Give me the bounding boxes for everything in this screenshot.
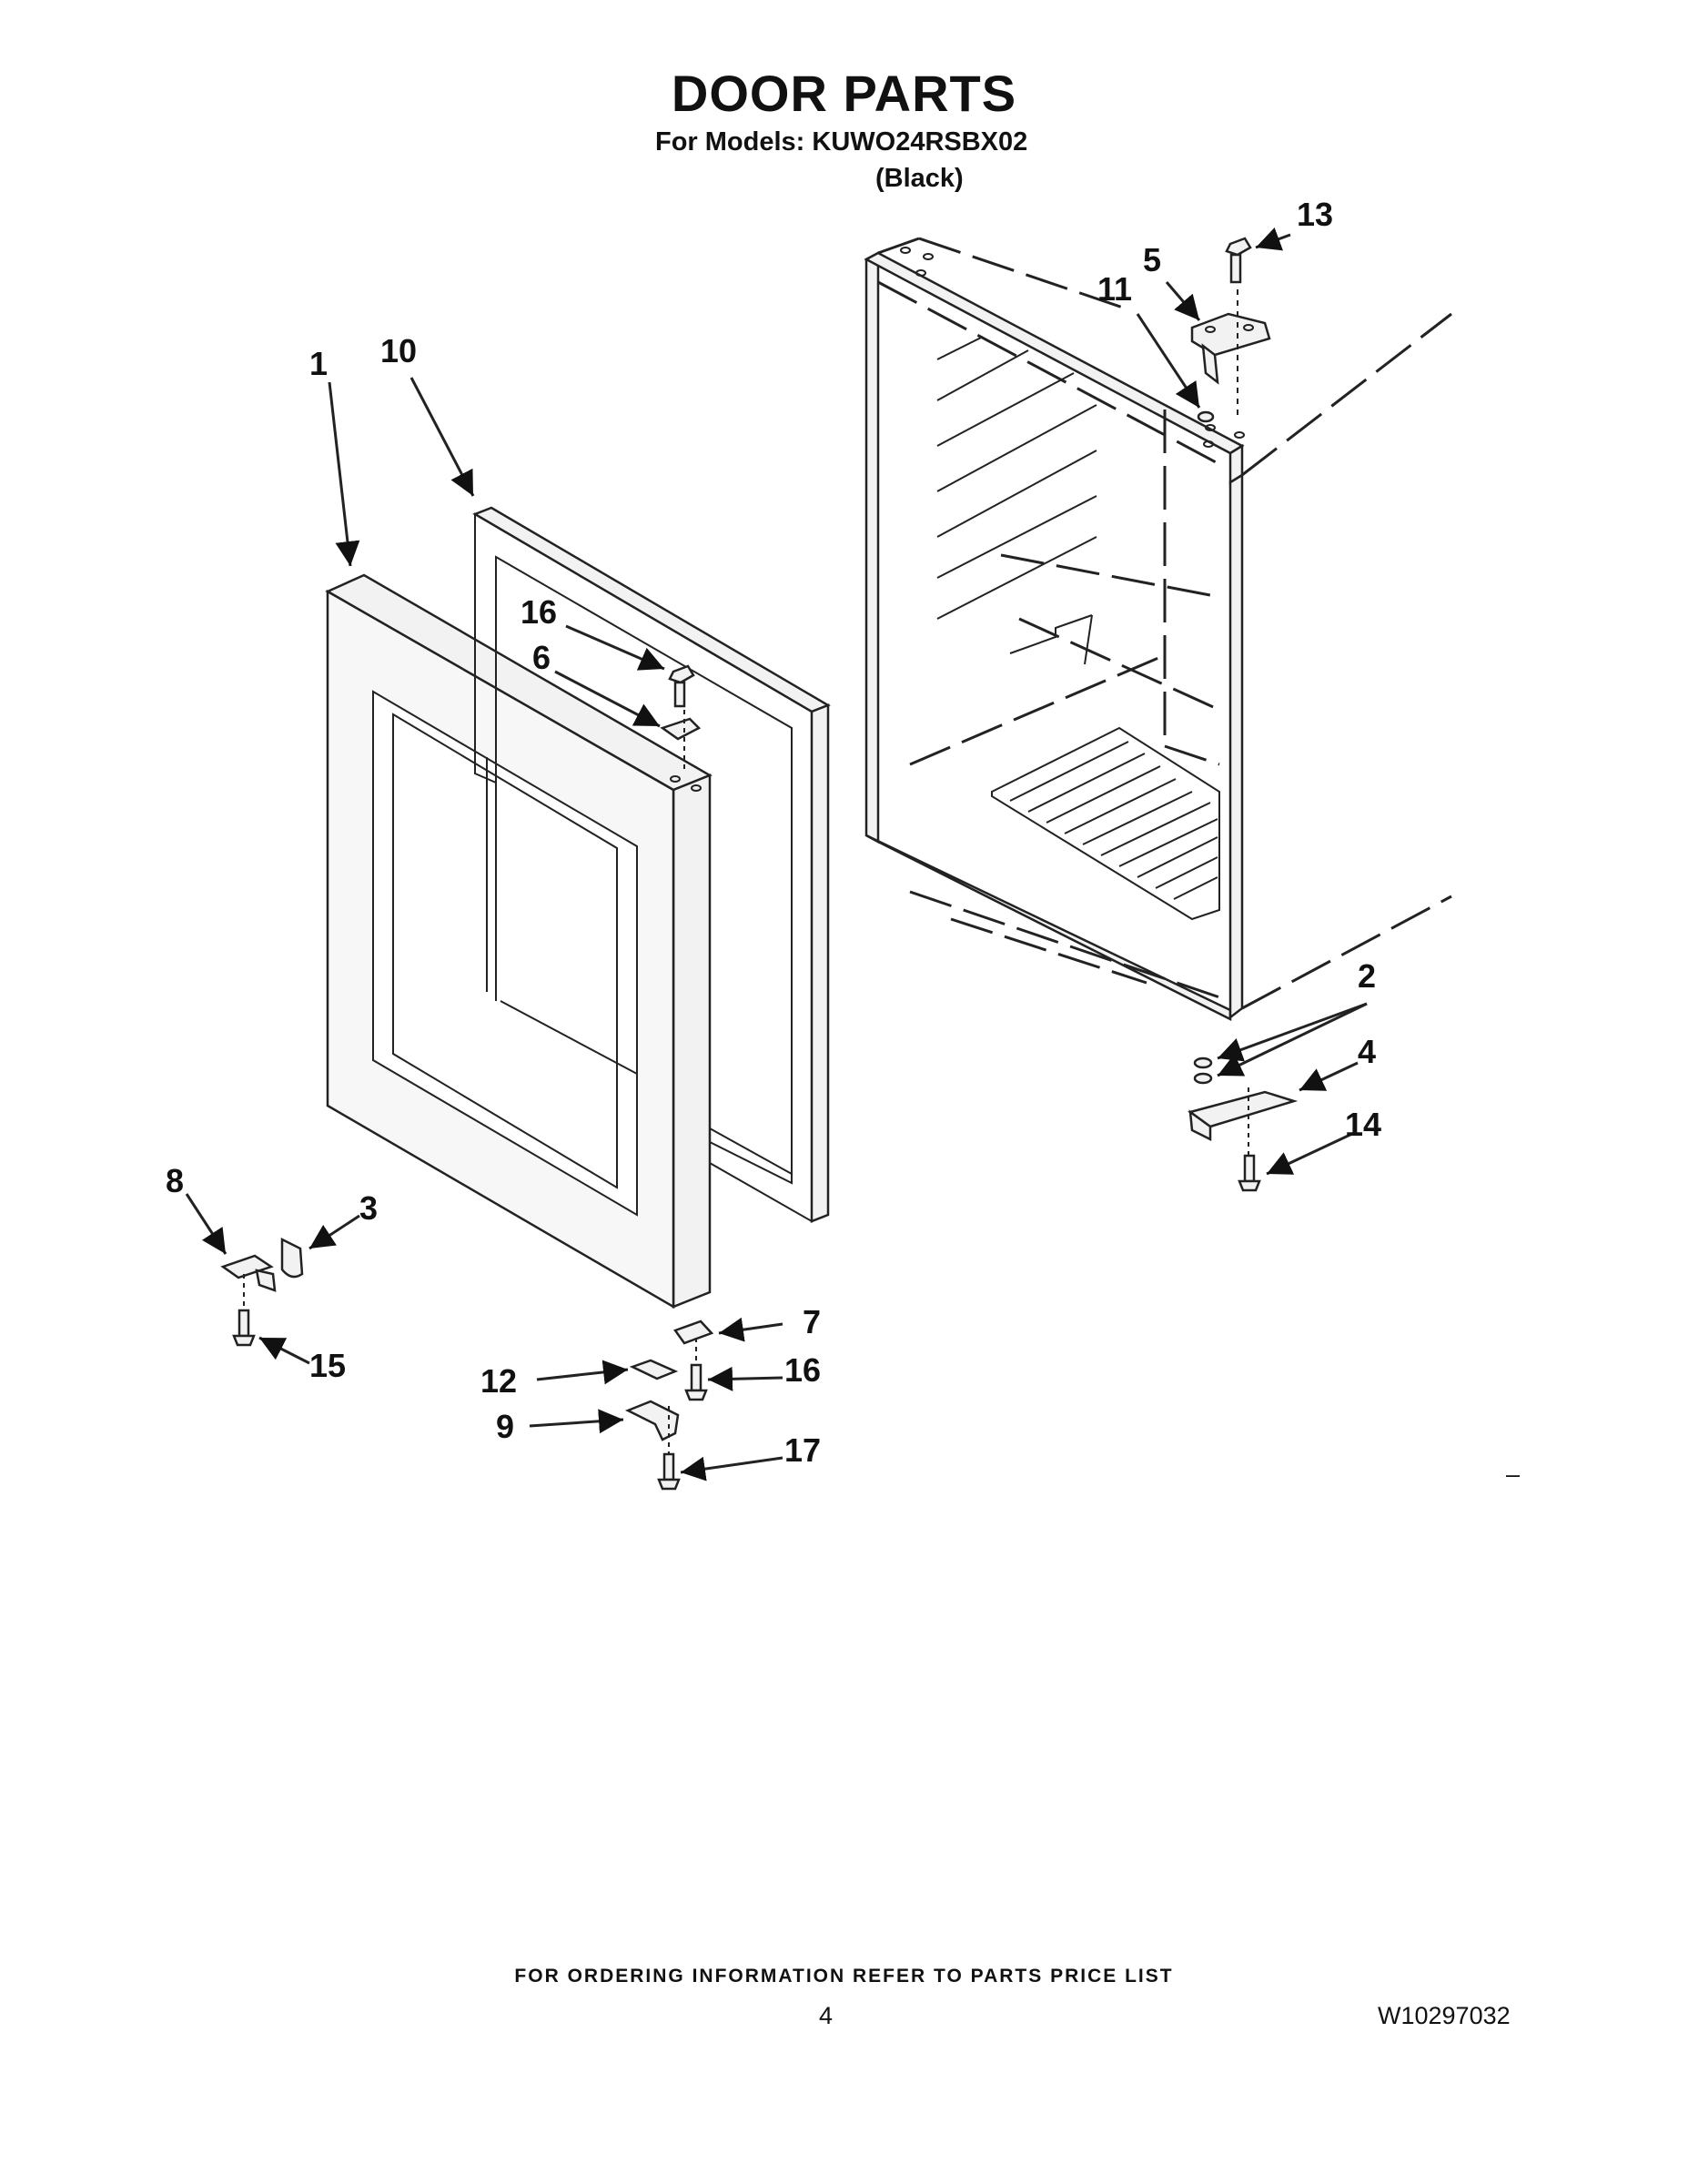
hinge-spacer: [629, 1359, 679, 1380]
callout-4: 4: [1358, 1033, 1376, 1070]
door-screw-lower: [684, 1363, 708, 1401]
callout-13: 13: [1297, 196, 1333, 233]
bracket-screw-bottom: [657, 1452, 681, 1491]
callout-17: 17: [784, 1431, 821, 1469]
cabinet-outline: [864, 237, 1452, 1022]
door-frame: [325, 573, 713, 1309]
hinge-screw-bottom: [1238, 1154, 1261, 1192]
page-number: 4: [819, 2002, 834, 2029]
callout-2: 2: [1358, 957, 1376, 995]
callout-16-lower: 16: [784, 1351, 821, 1389]
callout-15: 15: [309, 1347, 346, 1384]
top-hinge: [1190, 289, 1271, 420]
model-number: For Models: KUWO24RSBX02: [655, 127, 1028, 157]
bracket-screw: [232, 1309, 256, 1347]
margin-mark: –: [1506, 1461, 1521, 1488]
bottom-washers: [1193, 1057, 1213, 1085]
callout-10: 10: [380, 332, 417, 369]
bottom-door-bracket: [624, 1400, 680, 1456]
callout-labels: 1 10 16 6 13 5 11 2 4 14 8 3 15 7 12 16 …: [166, 196, 1381, 1469]
leader-lines: [185, 227, 1368, 1481]
callout-14: 14: [1345, 1106, 1381, 1143]
callout-9: 9: [496, 1408, 514, 1445]
page-title: DOOR PARTS: [671, 65, 1017, 122]
ordering-note: FOR ORDERING INFORMATION REFER TO PARTS …: [514, 1966, 1174, 1987]
hinge-cap: [280, 1237, 304, 1279]
callout-5: 5: [1143, 241, 1161, 278]
door-screw-upper: [668, 664, 695, 708]
callout-3: 3: [359, 1189, 378, 1227]
upper-door-hinge-plate: [660, 701, 702, 774]
bottom-hinge: [1188, 1087, 1299, 1160]
document-number: W10297032: [1378, 2002, 1511, 2029]
callout-16-upper: 16: [521, 593, 557, 631]
model-color: (Black): [875, 164, 964, 193]
door-gasket: [472, 506, 831, 1223]
floor-grille: [991, 726, 1220, 921]
callout-12: 12: [480, 1362, 517, 1400]
top-washer: [1197, 410, 1215, 423]
callout-1: 1: [309, 345, 328, 382]
door-bracket: [220, 1254, 277, 1320]
lower-door-hinge-plate: [673, 1320, 714, 1365]
callout-11: 11: [1097, 270, 1132, 308]
callout-7: 7: [803, 1303, 821, 1340]
hinge-screw-top: [1225, 237, 1252, 284]
callout-6: 6: [532, 639, 551, 676]
callout-8: 8: [166, 1162, 184, 1199]
